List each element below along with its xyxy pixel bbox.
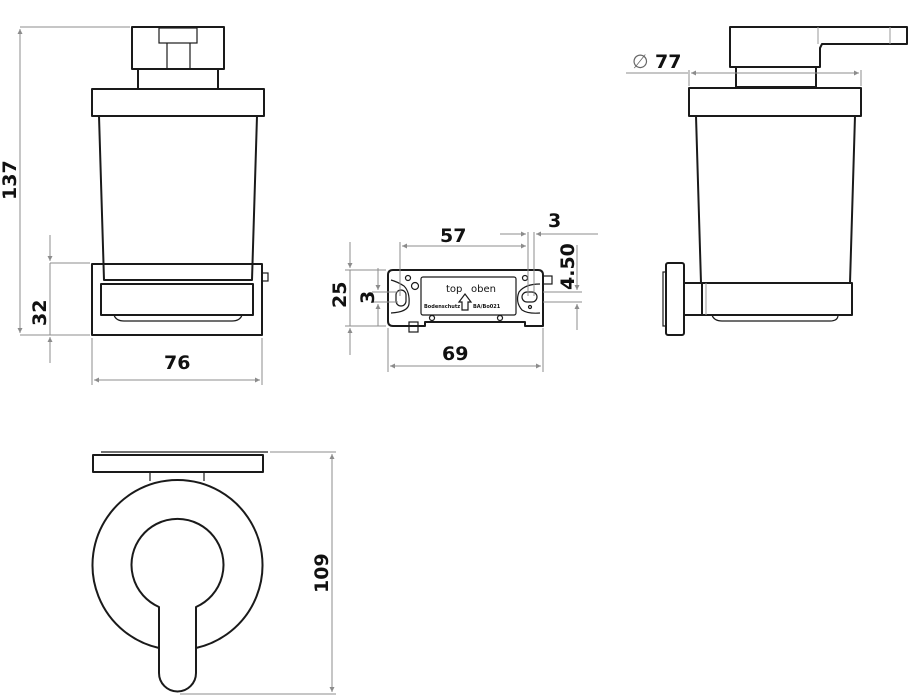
label-left-small: Bodenschutz [424, 304, 460, 310]
dim-bracket-height: 25 [329, 282, 351, 308]
side-view: ∅ 77 [626, 26, 908, 336]
dim-bracket-width: 69 [442, 343, 468, 365]
collar [91, 88, 265, 117]
pump-neck [137, 68, 219, 90]
front-view: 137 32 76 [0, 26, 269, 385]
mount-hole-right [521, 291, 538, 303]
dim-hole-height: 3 [357, 291, 379, 304]
dim-holder-width: 76 [164, 352, 190, 374]
mount-hole-left [395, 289, 407, 307]
dim-holder-height: 32 [29, 300, 51, 326]
dim-diameter: 77 [655, 51, 681, 73]
bracket-view: top oben Bodenschutz BA/Bo021 57 3 4.50 … [329, 210, 598, 372]
top-view: 109 [91, 451, 336, 695]
wall-rosette [665, 262, 685, 336]
diameter-symbol: ∅ [632, 51, 649, 73]
holder-base-curve [113, 314, 243, 322]
holder-rim-top [92, 454, 264, 473]
arrow-up-icon [457, 293, 473, 311]
pump-lever-top [130, 517, 225, 693]
dim-total-height: 137 [0, 160, 21, 200]
rosette-outline [91, 479, 264, 649]
bracket-tab [542, 275, 553, 285]
glass-body-side [695, 115, 856, 284]
holder-cup [100, 283, 254, 316]
glass-body [98, 115, 258, 281]
bracket-plate [387, 269, 544, 327]
bracket-clip [408, 321, 419, 333]
pump-nozzle [158, 27, 198, 44]
holder-cup-side [701, 282, 853, 316]
dim-hole-offset: 3 [548, 210, 561, 232]
collar-side [688, 87, 862, 117]
bracket-label [420, 276, 517, 316]
holder-frame [91, 263, 263, 336]
dim-hole-spacing: 57 [440, 225, 466, 247]
label-right-small: BA/Bo021 [473, 304, 501, 310]
label-top: top [446, 284, 462, 295]
label-oben: oben [471, 284, 496, 295]
pump-neck-side [735, 66, 817, 88]
holder-screw [261, 272, 269, 282]
dim-hole-vertical: 4.50 [557, 243, 579, 290]
wall-arm [683, 282, 703, 316]
dim-depth: 109 [311, 553, 333, 593]
pump-head [131, 26, 225, 70]
